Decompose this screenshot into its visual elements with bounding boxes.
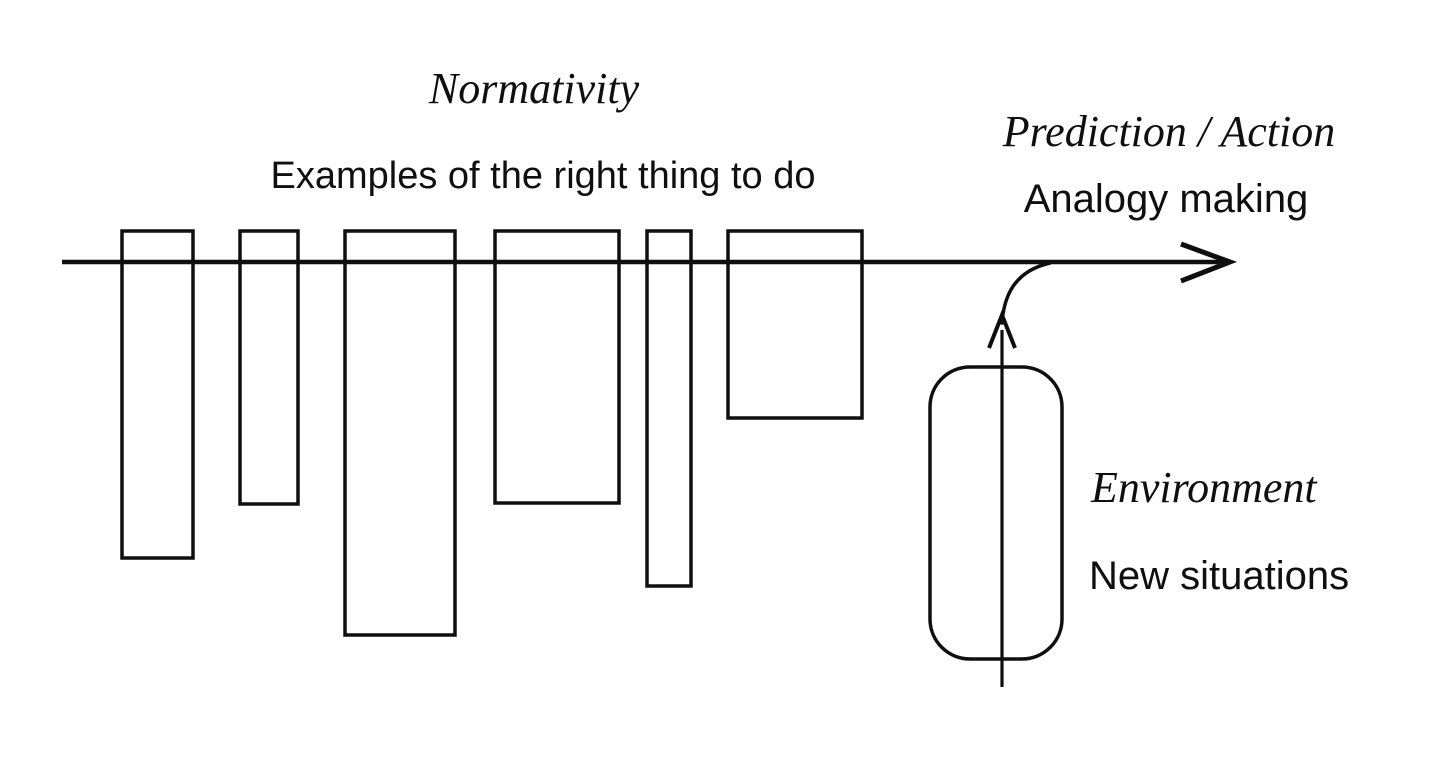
environment-title: Environment [1091,463,1317,512]
new-situations-subtitle: New situations [1089,554,1350,598]
example-bar-5 [645,229,693,588]
example-bar-1 [120,229,195,560]
environment-capsule [928,365,1064,661]
example-bar-4 [493,229,621,505]
timeline-arrowhead-icon [1180,241,1238,284]
normativity-title: Normativity [428,64,640,113]
example-bar-6 [726,229,864,420]
feedback-curve [1000,261,1052,325]
example-bar-2 [238,229,300,506]
analogy-making-subtitle: Analogy making [1023,177,1309,221]
prediction-action-title: Prediction / Action [1002,107,1336,156]
normativity-subtitle: Examples of the right thing to do [270,155,816,197]
example-bar-3 [343,229,457,637]
